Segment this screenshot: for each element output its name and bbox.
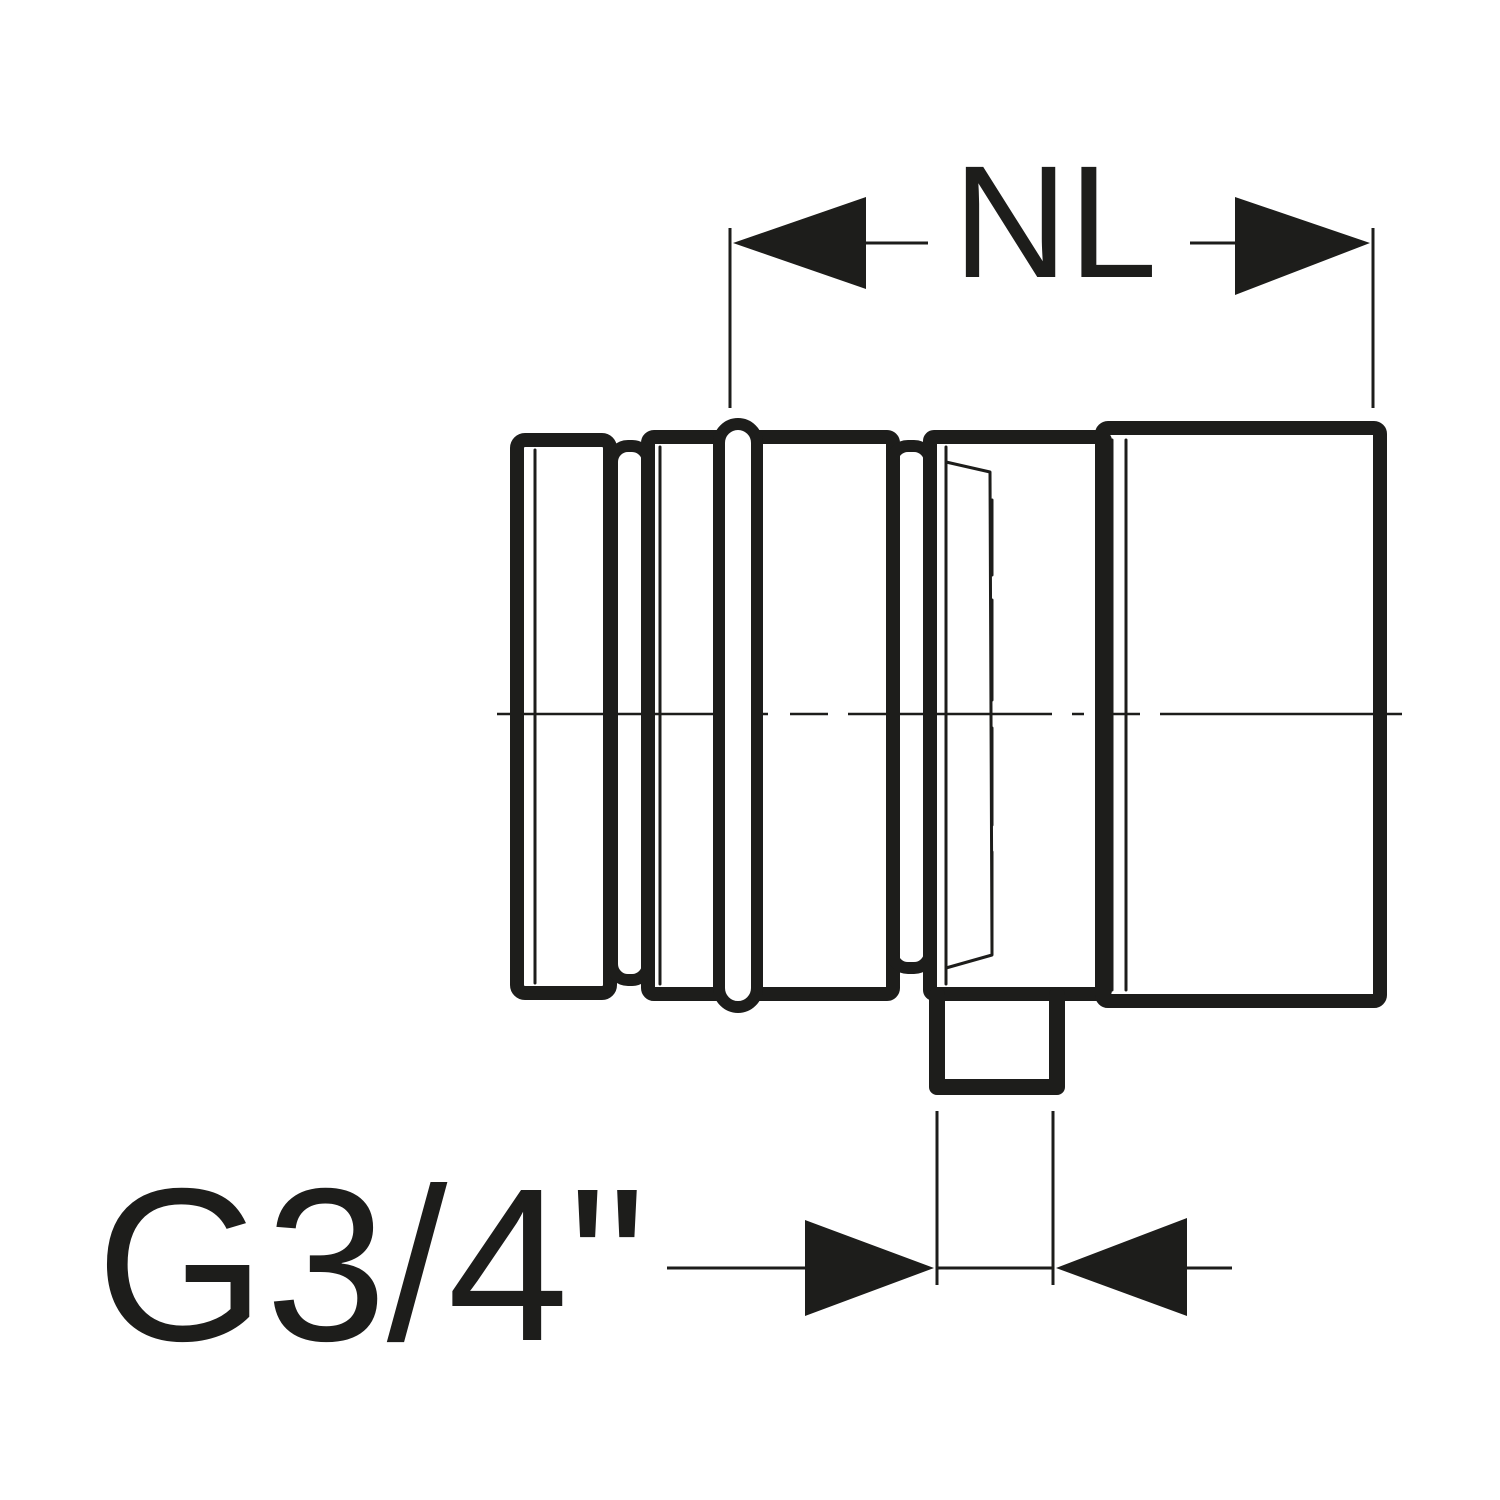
press-indicator-bead [713, 418, 763, 1013]
fitting-body [510, 418, 1387, 1095]
pipe-end-segment [510, 433, 617, 1000]
nl-arrowhead-right [1235, 197, 1370, 295]
nl-dimension [728, 197, 1375, 408]
nl-label: NL [953, 132, 1158, 311]
thread-size-label: G3/4" [96, 1144, 646, 1387]
main-body-segment [923, 430, 1112, 1001]
thread-end-nut [1095, 421, 1387, 1008]
nl-arrowhead-left [733, 197, 866, 289]
thread-arrowhead-left [805, 1220, 934, 1316]
threaded-outlet-stub [929, 987, 1065, 1095]
thread-arrowhead-right [1056, 1218, 1187, 1316]
press-sleeve-segment [641, 430, 900, 1001]
thread-dimension [667, 1111, 1232, 1316]
